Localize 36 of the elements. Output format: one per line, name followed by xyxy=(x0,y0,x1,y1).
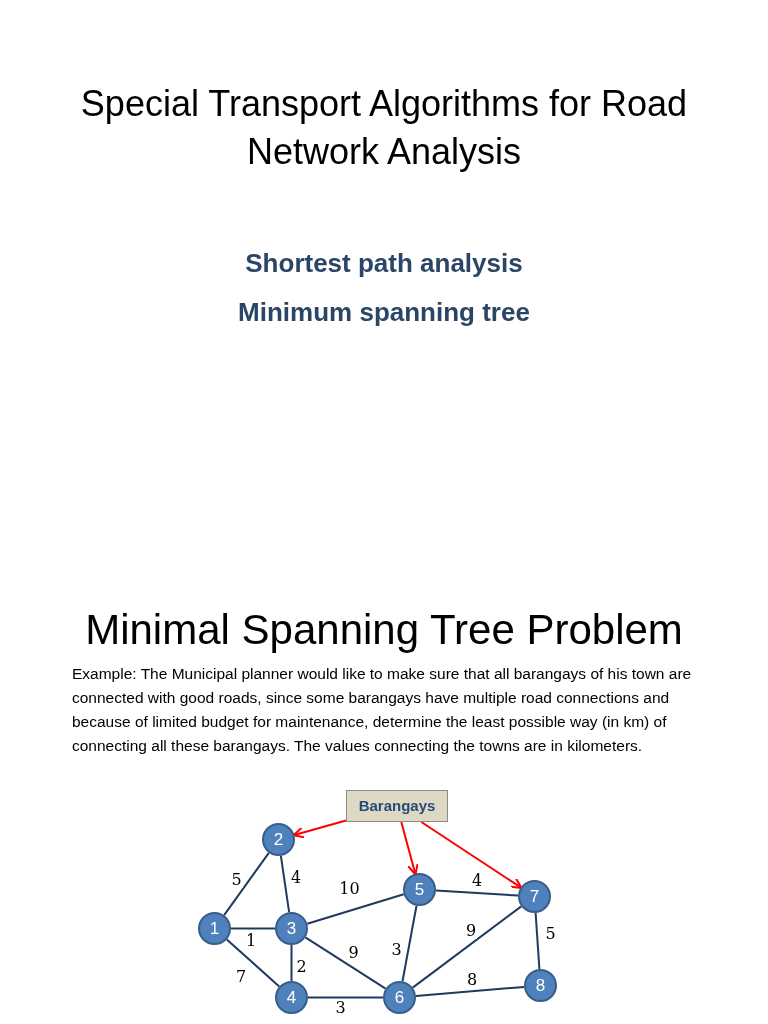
barangay-node: 6 xyxy=(383,981,416,1014)
barangay-node: 1 xyxy=(198,912,231,945)
edge-label: 4 xyxy=(470,873,484,889)
barangay-node: 2 xyxy=(262,823,295,856)
edge-label: 2 xyxy=(295,959,308,975)
heading: Shortest path analysis xyxy=(244,247,524,280)
road-line xyxy=(534,911,541,971)
heading: Minimum spanning tree xyxy=(237,296,531,329)
edge-label: 10 xyxy=(338,881,361,897)
heading: Minimal Spanning Tree Problem xyxy=(84,605,684,655)
road-line xyxy=(290,944,293,982)
slide-title: Special Transport Algorithms for Road Network Analysis xyxy=(79,82,689,174)
edge-label: 8 xyxy=(465,971,479,988)
edge-label: 3 xyxy=(334,999,347,1016)
road-line xyxy=(230,927,276,930)
barangay-node: 7 xyxy=(518,880,551,913)
arrow xyxy=(400,821,419,876)
edge-label: 3 xyxy=(390,941,403,958)
edge-label: 5 xyxy=(544,926,557,942)
barangay-node: 4 xyxy=(275,981,308,1014)
edge-label: 4 xyxy=(289,870,303,886)
barangay-node: 5 xyxy=(403,873,436,906)
edge-label: 9 xyxy=(347,945,360,961)
edge-label: 9 xyxy=(464,923,478,939)
callout-box: Barangays xyxy=(346,790,448,822)
road-line xyxy=(225,938,281,988)
paragraph: Example: The Municipal planner would like to make sure that all barangays of his town are connected with good roads, since some barangays have multiple road connections and because of limited budget for maintenance, determine the least possible way (in km) of connecting all these barangays. The values connecting the towns are in kilometers. xyxy=(72,664,693,756)
barangay-node: 3 xyxy=(275,912,308,945)
arrow xyxy=(420,821,523,889)
edge-label: 7 xyxy=(234,969,248,985)
edge-label: 5 xyxy=(230,872,243,888)
road-line xyxy=(307,996,384,999)
barangay-node: 8 xyxy=(524,969,557,1002)
road-line xyxy=(279,854,291,914)
road-line xyxy=(401,904,418,983)
road-line xyxy=(411,905,523,989)
